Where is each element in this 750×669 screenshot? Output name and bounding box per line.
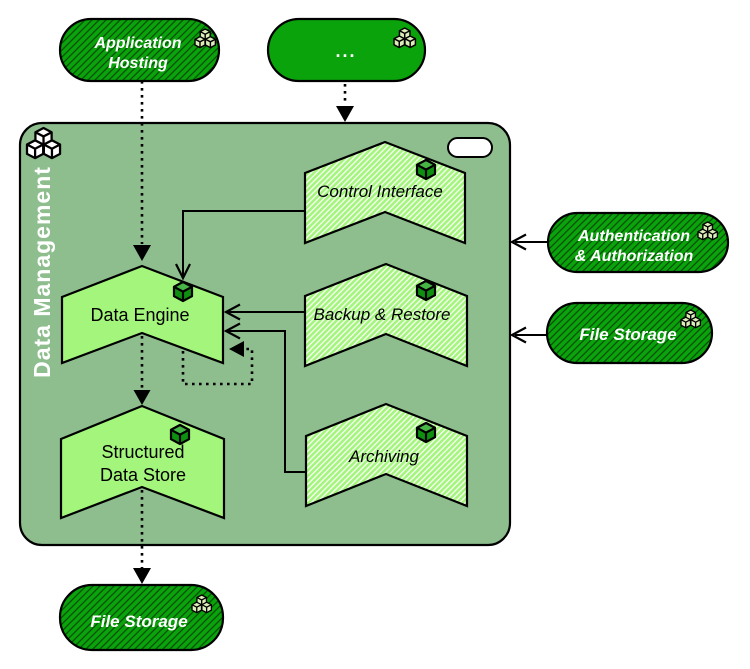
arrow-control-interface-to-data-engine (175, 210, 304, 281)
pill-shape (546, 211, 730, 274)
cube-icon (415, 158, 437, 181)
node-control-interface: Control Interface (303, 140, 467, 245)
arrow-authentication-to-container (509, 233, 547, 251)
container-title: Data Management (29, 166, 55, 378)
arrow-structured-data-store-to-file-storage (133, 490, 151, 584)
arrow-archiving-to-data-engine (223, 322, 305, 473)
arrowhead (133, 390, 151, 405)
arrow-line (228, 330, 305, 473)
pill-label: File Storage (579, 325, 676, 344)
arrow-application-hosting-to-data-engine (133, 81, 151, 261)
cube-icon (415, 421, 437, 444)
cube-icon (415, 279, 437, 302)
node-structured-data-store: Structured Data Store (59, 404, 226, 520)
pill-label: ... (335, 41, 356, 61)
arrowhead (509, 326, 527, 344)
pill-shape (58, 583, 225, 652)
arrow-line (182, 210, 304, 276)
node-authentication-authorization: Authentication & Authorization (546, 211, 730, 274)
arrowhead (133, 568, 151, 584)
pill-label-line1: Application (93, 35, 181, 52)
node-data-engine: Data Engine (60, 264, 225, 365)
cube-icon (169, 423, 191, 446)
component-label: Data Engine (90, 305, 189, 325)
component-label-line1: Structured (101, 442, 184, 462)
arrowhead (223, 322, 241, 340)
pill-label-line2: Hosting (108, 55, 168, 72)
component-label: Control Interface (317, 182, 443, 201)
node-archiving: Archiving (304, 402, 469, 508)
arrow-file-storage-to-container (509, 326, 546, 344)
pill-label: File Storage (90, 612, 187, 631)
arrow-backup-restore-to-data-engine (223, 303, 304, 321)
arrowhead (133, 245, 151, 261)
cube-icon (172, 280, 194, 303)
node-backup-restore: Backup & Restore (303, 262, 469, 368)
node-ellipsis: ... (266, 17, 427, 83)
arrowhead (509, 233, 527, 251)
node-file-storage-bottom: File Storage (58, 583, 225, 652)
arrowhead (336, 106, 354, 122)
component-label: Archiving (348, 447, 419, 466)
arrowhead (175, 263, 191, 281)
node-application-hosting: Application Hosting (58, 17, 221, 83)
arrow-data-engine-to-structured-data-store (133, 336, 151, 405)
pill-shape (58, 17, 221, 83)
pill-shape (545, 301, 714, 365)
arrowhead (223, 303, 241, 321)
component-label: Backup & Restore (313, 305, 450, 324)
arrow-data-engine-self-loop (181, 341, 254, 386)
pill-label-line2: & Authorization (575, 248, 694, 265)
component-label-line2: Data Store (100, 465, 186, 485)
arrow-line (181, 347, 254, 386)
pill-label-line1: Authentication (577, 228, 690, 245)
node-file-storage-right: File Storage (545, 301, 714, 365)
arrow-ellipsis-to-container (336, 84, 354, 122)
arrowhead (229, 341, 244, 357)
pill-shape (266, 17, 427, 83)
container-empty-tab (447, 137, 493, 158)
